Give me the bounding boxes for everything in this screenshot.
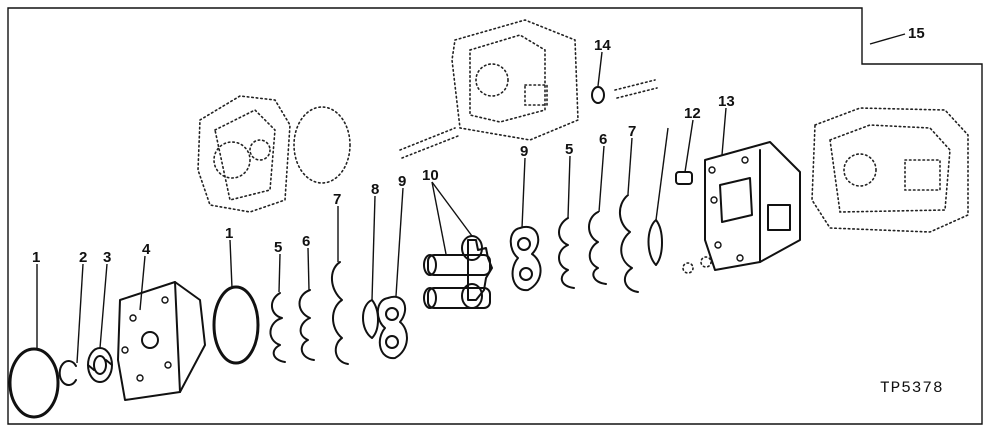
part-seal-7b [619,194,639,293]
part-small-oring [591,86,605,104]
callout-9-front: 9 [398,173,406,190]
part-oring-left [8,347,60,419]
callout-3: 3 [103,249,111,266]
callout-1-left: 1 [32,249,40,266]
callout-6-front: 6 [302,233,310,250]
part-seal-5a [269,292,286,363]
callout-5-rear: 5 [565,141,573,158]
callout-8: 8 [371,181,379,198]
part-crescent-8 [362,299,379,339]
callout-5-front: 5 [274,239,282,256]
part-wear-plate-rear [509,225,542,292]
part-oring-mid [212,285,260,365]
part-wear-plate-front [376,295,408,360]
callout-7-rear: 7 [628,123,636,140]
part-gear-shafts [423,235,493,309]
callout-6-rear: 6 [599,131,607,148]
part-seal-6b [588,211,607,285]
part-seal-5b [558,217,575,289]
callout-10: 10 [422,167,439,184]
leader-lines [36,33,906,364]
ghost-center-housing [399,19,658,159]
figure-border [7,7,983,425]
callout-13: 13 [718,93,735,110]
callout-12: 12 [684,105,701,122]
part-front-cover [117,281,206,401]
callout-14: 14 [594,37,611,54]
ghost-oring [293,106,351,184]
part-code-label: TP5378 [880,379,944,397]
part-rear-cover [704,141,801,271]
part-seal-6a [298,289,315,361]
part-small-balls [682,256,712,274]
callout-7-front: 7 [333,191,341,208]
part-seal-7a [331,261,349,365]
callout-9-rear: 9 [520,143,528,160]
part-snap-ring [58,360,77,386]
ghost-front-housing [197,95,291,213]
part-dowel-pin [675,171,693,185]
part-crescent-rear [647,219,663,266]
callout-2: 2 [79,249,87,266]
part-bearing [87,347,113,383]
ghost-rear-housing [811,107,969,233]
callout-1-mid: 1 [225,225,233,242]
callout-4: 4 [142,241,151,258]
callout-15: 15 [908,25,925,42]
